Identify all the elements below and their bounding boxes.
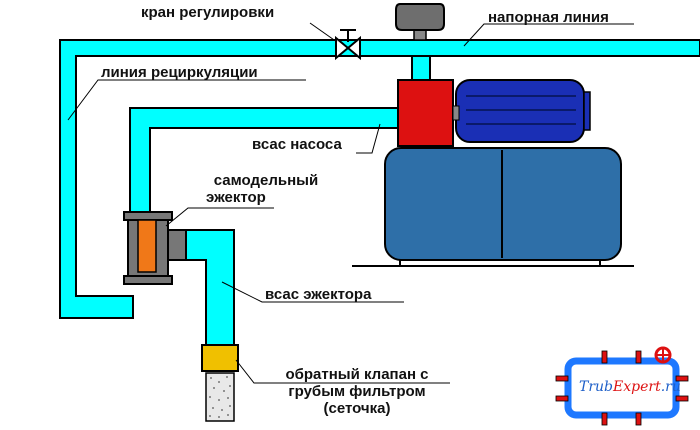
pump-outlet-pipe: [411, 55, 431, 83]
recirculation-line-pipe: [59, 39, 700, 319]
regulating-valve-label: кран регулировки: [141, 4, 275, 21]
pressure-gauge-icon: [395, 3, 445, 41]
ejector-suction-label: всас эжектора: [265, 286, 372, 303]
check-valve-label-line1: обратный клапан с: [285, 366, 429, 383]
pump-head: [397, 79, 454, 147]
pressure-line-leader: [463, 23, 634, 47]
ejector-label-line2: эжектор: [206, 189, 266, 206]
coarse-filter-mesh: [205, 372, 235, 422]
logo-part-expert: Expert: [613, 379, 661, 395]
pump-coupling: [452, 105, 460, 121]
ejector-suction-pipe: [185, 229, 235, 346]
trubexpert-logo-icon: [555, 346, 689, 426]
check-valve: [201, 344, 239, 372]
check-valve-leader: [235, 359, 450, 384]
logo-part-trub: Trub: [579, 379, 614, 395]
ejector-label-line1: самодельный: [213, 172, 319, 189]
recirculation-line-label: линия рециркуляции: [101, 64, 258, 81]
recirculation-leader: [67, 79, 306, 121]
leader-lines: [67, 22, 634, 384]
pressure-line-label: напорная линия: [488, 9, 609, 26]
pressure-tank: [384, 147, 622, 261]
ejector-leader: [165, 207, 274, 227]
ejector-label: самодельный эжектор: [196, 172, 336, 206]
electric-motor: [455, 79, 591, 143]
logo-part-ru: .ru: [660, 379, 681, 395]
pump-suction-leader: [356, 123, 381, 154]
ejector-suction-leader: [221, 281, 404, 303]
homemade-ejector: [123, 211, 187, 285]
check-valve-label-line3: (сеточка): [323, 400, 391, 417]
pump-suction-label: всас насоса: [252, 136, 342, 153]
regulating-valve-icon: [335, 29, 361, 61]
trubexpert-logo-text: TrubExpert.ru: [579, 379, 681, 395]
check-valve-label-line2: грубым фильтром: [288, 383, 426, 400]
valve-leader: [309, 22, 338, 43]
check-valve-label: обратный клапан с грубым фильтром (сеточ…: [264, 366, 450, 417]
